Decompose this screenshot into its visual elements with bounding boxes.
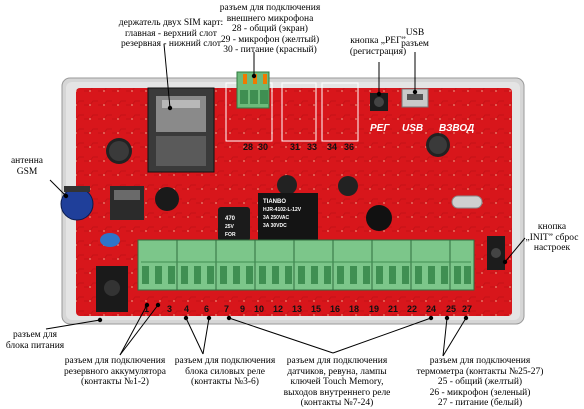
- callout-mic: разъем для подключения внешнего микрофон…: [219, 3, 321, 55]
- antenna-capacitor: [60, 187, 94, 221]
- pin-15: 15: [311, 304, 321, 314]
- callout-thermo: разъем для подключения термометра (конта…: [416, 356, 544, 408]
- pin-7: 7: [224, 304, 229, 314]
- relay-text-4: 3A 30VDC: [263, 223, 287, 229]
- pin-33: 33: [307, 142, 317, 152]
- board-label-usb: USB: [402, 123, 423, 134]
- callout-antenna: антенна GSM: [10, 156, 44, 177]
- relay-text-2: HJR-4102-L-12V: [263, 207, 302, 213]
- relay-text-3: 3A 250VAC: [263, 215, 290, 221]
- pin-10: 10: [254, 304, 264, 314]
- leader-lines: [45, 43, 526, 357]
- pin-30: 30: [258, 142, 268, 152]
- pin-3: 3: [167, 304, 172, 314]
- callout-sensors: разъем для подключения датчиков, ревуна,…: [283, 356, 391, 408]
- pin-6: 6: [204, 304, 209, 314]
- pin-18: 18: [349, 304, 359, 314]
- pin-28: 28: [243, 142, 253, 152]
- callout-init: кнопка „INIT” сброс настроек: [525, 222, 579, 253]
- pin-13: 13: [292, 304, 302, 314]
- callout-relay: разъем для подключения блока силовых рел…: [174, 356, 276, 387]
- board-label-vzvod: ВЗВОД: [439, 123, 474, 134]
- pin-9: 9: [240, 304, 245, 314]
- pin-16: 16: [330, 304, 340, 314]
- pin-12: 12: [273, 304, 283, 314]
- relay-text-1: TIANBO: [263, 199, 286, 205]
- pin-19: 19: [369, 304, 379, 314]
- relay: [258, 193, 318, 240]
- cap-label-2: 25V: [225, 224, 235, 230]
- terminal-row: [137, 239, 475, 291]
- pin-22: 22: [407, 304, 417, 314]
- buzzer: [366, 205, 392, 231]
- board-label-reg: РЕГ: [370, 123, 390, 134]
- pin-21: 21: [388, 304, 398, 314]
- pin-27: 27: [462, 304, 472, 314]
- pin-34: 34: [327, 142, 337, 152]
- pin-31: 31: [290, 142, 300, 152]
- pin-36: 36: [344, 142, 354, 152]
- pin-1: 1: [144, 304, 149, 314]
- callout-usb: USB разъем: [401, 28, 429, 49]
- cap-label-1: 470: [225, 216, 236, 222]
- pin-4: 4: [184, 304, 189, 314]
- pin-24: 24: [426, 304, 436, 314]
- callout-reg: кнопка „РЕГ” (регистрация): [349, 36, 407, 57]
- callout-battery: разъем для подключения резервного аккуму…: [63, 356, 167, 387]
- callout-sim: держатель двух SIM карт: главная - верхн…: [118, 18, 224, 49]
- cap-label-3: FOR: [225, 232, 236, 238]
- pin-25: 25: [446, 304, 456, 314]
- callout-power: разъем для блока питания: [5, 330, 65, 351]
